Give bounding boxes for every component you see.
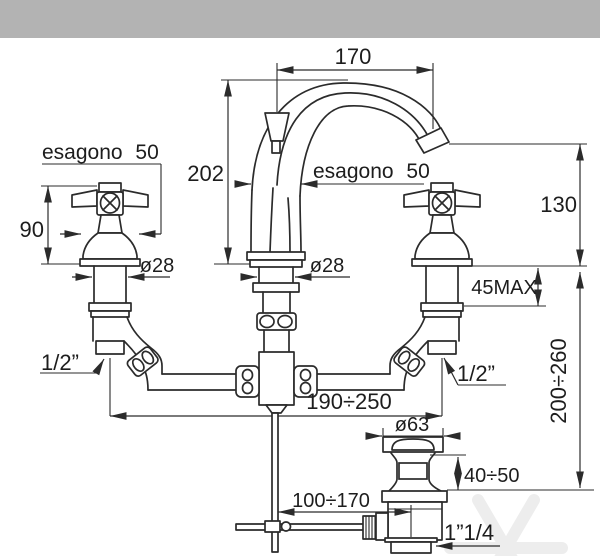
label-handle-height: 90 — [20, 217, 44, 242]
dim-handle-height — [41, 185, 97, 265]
dim-tip-height — [449, 143, 587, 266]
label-handle-diameter: ø28 — [140, 255, 174, 277]
dim-drain-diameter — [365, 428, 461, 440]
label-rod-offset: 100÷170 — [292, 490, 370, 512]
leader-inlet-left — [40, 358, 105, 376]
spout-stem — [252, 266, 300, 353]
dim-hole-distance — [109, 358, 443, 420]
label-spout-reach: 170 — [335, 44, 372, 69]
label-hole-distance: 190÷250 — [306, 389, 392, 414]
label-drain-diameter: ø63 — [395, 414, 429, 436]
label-deck-max: 45MAX — [471, 277, 537, 299]
dim-under-deck — [447, 272, 594, 491]
label-inlet-right: 1/2” — [457, 361, 495, 386]
label-drain-thread: 1”1/4 — [444, 520, 494, 545]
dim-hex-handle — [42, 163, 162, 238]
spout-body — [246, 82, 450, 268]
label-tip-height: 130 — [540, 192, 577, 217]
top-gray-bar — [0, 0, 600, 38]
faucet-drawing — [71, 82, 481, 554]
dimension-labels: 170 202 90 esagono 50 esagono 50 ø28 ø28… — [20, 44, 577, 545]
label-drain-depth: 40÷50 — [464, 465, 519, 487]
lever-rod — [235, 523, 369, 531]
dim-rod-offset — [278, 505, 412, 537]
drain-assembly — [375, 436, 448, 554]
label-spout-height: 202 — [187, 161, 224, 186]
dim-drain-depth — [430, 454, 466, 490]
label-hex-spout: esagono 50 — [313, 160, 430, 183]
popup-rod — [235, 412, 379, 553]
watermark-asterisk — [444, 494, 568, 556]
dim-spout-reach — [276, 63, 434, 129]
label-spout-diameter: ø28 — [310, 255, 344, 277]
label-under-deck: 200÷260 — [546, 338, 571, 424]
dimension-annotations-front — [40, 357, 506, 550]
dim-deck-max — [464, 268, 546, 307]
label-hex-handle: esagono 50 — [42, 141, 159, 164]
leader-inlet-right — [443, 357, 506, 386]
dimension-annotations — [41, 63, 594, 491]
label-inlet-left: 1/2” — [41, 350, 79, 375]
spout-lever — [264, 112, 290, 142]
dim-spout-height — [214, 79, 348, 265]
cross-fitting — [235, 351, 318, 414]
